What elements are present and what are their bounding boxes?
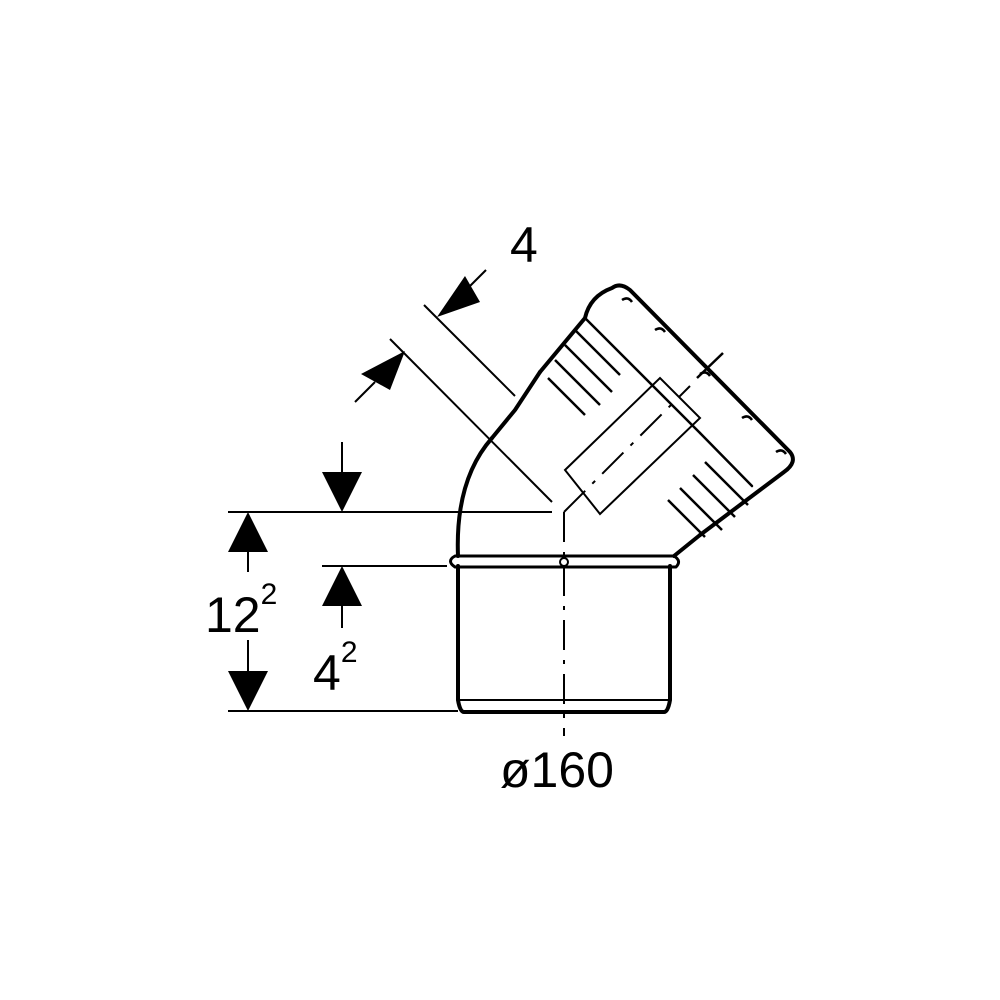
pipe-bend (449, 283, 795, 714)
socket-liner (563, 376, 702, 516)
arrowheads (228, 276, 480, 711)
total-height-label: 122 (205, 578, 277, 643)
center-axis (559, 385, 691, 736)
dimension-lines (228, 269, 553, 712)
total-height-exponent: 2 (261, 578, 278, 611)
arrow-down-total-height (228, 671, 268, 711)
lower-height-value: 4 (313, 645, 341, 701)
rib-8 (667, 499, 706, 538)
socket-extension-line-outer (423, 304, 516, 397)
socket-depth-label: 4 (510, 217, 538, 273)
rib-1 (574, 329, 621, 376)
socket-inner-edge-lower (698, 431, 754, 488)
arrow-down-lower-height (322, 472, 362, 512)
bend-right-wall (672, 533, 702, 558)
rib-2 (564, 344, 613, 393)
rib-3 (554, 359, 601, 406)
socket-inner-edge (583, 316, 702, 435)
diagonal-center-axis (563, 385, 691, 513)
arrow-up-total-height (228, 512, 268, 552)
collar-ring (449, 554, 681, 569)
rim-notch-4 (741, 415, 754, 421)
rib-6 (692, 474, 736, 518)
lower-height-exponent: 2 (341, 636, 358, 669)
rim-notch-1 (621, 297, 634, 303)
socket-extension-line-inner (389, 338, 553, 503)
arrow-up-lower-height (322, 566, 362, 606)
arrow-socket-lower (361, 351, 405, 390)
socket-ribs (547, 297, 788, 538)
rim-notch-5 (775, 449, 788, 455)
rib-7 (679, 487, 723, 531)
socket-outline (538, 283, 795, 537)
total-height-value: 12 (205, 587, 261, 643)
lower-spigot-body (456, 564, 672, 714)
arrow-socket-upper (437, 276, 480, 317)
socket-leader-lower (354, 381, 376, 403)
rib-5 (704, 461, 749, 506)
diameter-label: ø160 (500, 742, 614, 798)
lower-height-label: 42 (313, 636, 358, 701)
rib-4 (547, 377, 586, 416)
rim-notch-2 (654, 327, 667, 333)
bend-left-wall (455, 436, 494, 558)
bend-left-wall-upper (490, 370, 542, 440)
axis-marker (559, 557, 569, 567)
rim-tick (696, 352, 724, 379)
